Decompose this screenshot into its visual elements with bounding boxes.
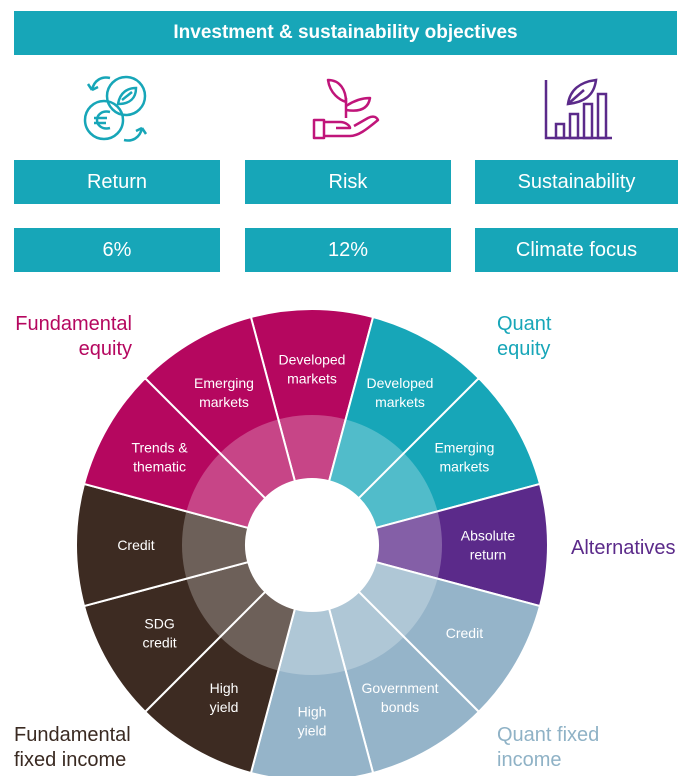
return-value-box: 6% <box>14 228 220 272</box>
alternatives-label: Alternatives <box>571 537 676 559</box>
quant-equity-label: Quant equity <box>497 313 552 360</box>
center-hole <box>246 479 378 611</box>
segment-label: Credit <box>117 537 154 553</box>
risk-value-box: 12% <box>245 228 451 272</box>
return-label-box: Return <box>14 160 220 204</box>
risk-label-box: Risk <box>245 160 451 204</box>
segment-label: Trends &thematic <box>131 440 188 475</box>
objectives-banner: Investment & sustainability objectives <box>14 11 677 55</box>
euro-leaf-cycle-icon <box>83 75 148 142</box>
fundamental-fixed-income-label: Fundamental fixed income <box>14 724 131 771</box>
sustainability-label-box: Sustainability <box>475 160 678 204</box>
sustainability-value-box: Climate focus <box>475 228 678 272</box>
segment-label: Credit <box>446 625 483 641</box>
hand-plant-icon <box>312 78 380 140</box>
quant-fixed-income-label: Quant fixed income <box>497 724 600 771</box>
fundamental-equity-label: Fundamental equity <box>15 313 132 360</box>
bar-chart-leaf-icon <box>544 78 612 140</box>
